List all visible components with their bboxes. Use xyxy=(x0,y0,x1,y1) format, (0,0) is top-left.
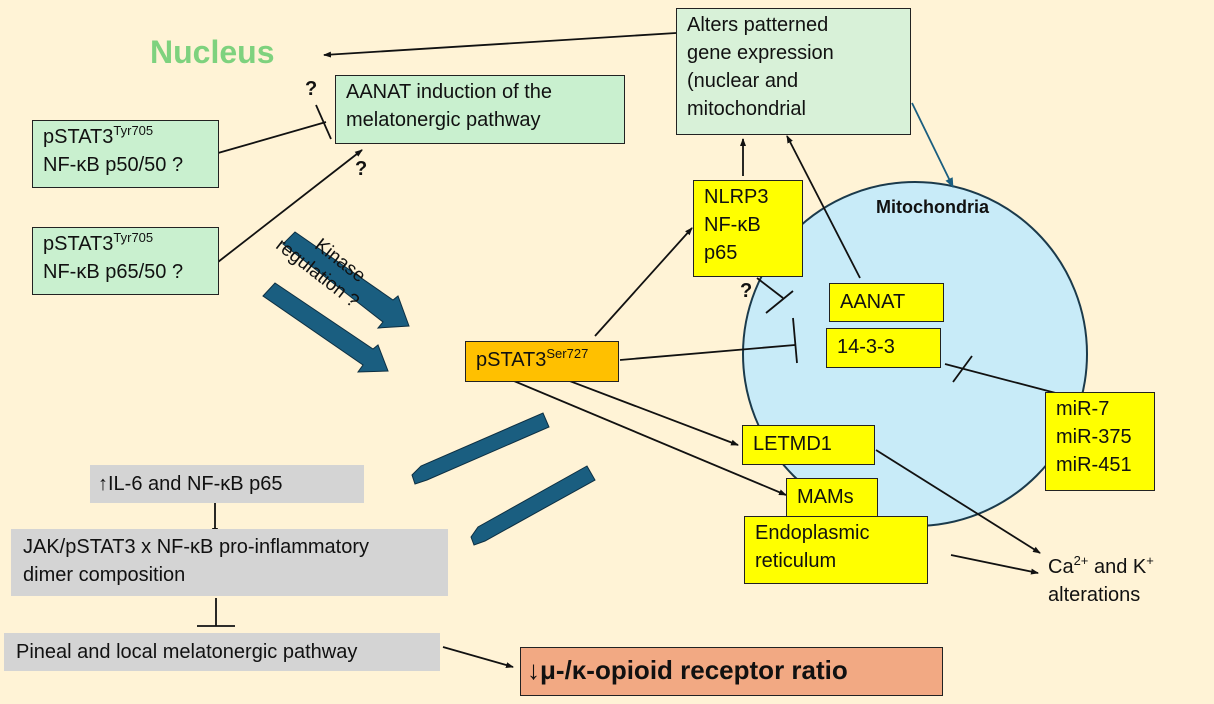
mirs-box: miR-7 miR-375 miR-451 xyxy=(1045,392,1155,491)
il6-box: ↑IL-6 and NF-κB p65 xyxy=(90,465,364,503)
text: Ca xyxy=(1048,556,1074,578)
box-text: reticulum xyxy=(755,550,837,572)
box-text: miR-375 xyxy=(1056,426,1132,448)
ion-line1: Ca2+ and K+ xyxy=(1048,553,1154,581)
superscript: Tyr705 xyxy=(113,123,154,138)
box-text: Endoplasmic xyxy=(755,522,870,544)
text: pSTAT3 xyxy=(476,349,547,371)
up-arrow-icon: ↑ xyxy=(98,473,108,495)
question-mark-1: ? xyxy=(305,78,318,100)
box-text: pSTAT3Tyr705 xyxy=(43,230,208,258)
box-text: 14-3-3 xyxy=(837,336,895,358)
box-text: pSTAT3Ser727 xyxy=(476,346,608,374)
superscript: + xyxy=(1146,553,1154,568)
block-arrow-feedback-1 xyxy=(411,412,550,485)
box-text: NLRP3 xyxy=(704,186,769,208)
box-text: dimer composition xyxy=(23,564,186,586)
ion-line2: alterations xyxy=(1048,584,1141,606)
text: pSTAT3 xyxy=(43,126,114,148)
superscript: 2+ xyxy=(1073,553,1089,568)
box-text: miR-451 xyxy=(1056,454,1132,476)
endoplasmic-reticulum-box: Endoplasmic reticulum xyxy=(744,516,928,584)
box-text: gene expression xyxy=(687,42,834,64)
box-text: mitochondrial xyxy=(687,98,806,120)
box-text: melatonergic pathway xyxy=(346,109,541,131)
box-text: AANAT xyxy=(840,291,906,313)
pstat3-p5050-box: pSTAT3Tyr705 NF-κB p50/50 ? xyxy=(32,120,219,188)
pstat3-ser727-box: pSTAT3Ser727 xyxy=(465,341,619,382)
box-text: NF-κB xyxy=(704,214,761,236)
pineal-box: Pineal and local melatonergic pathway xyxy=(4,633,440,671)
jak-pstat3-box: JAK/pSTAT3 x NF-κB pro-inflammatory dime… xyxy=(11,529,448,596)
letmd1-box: LETMD1 xyxy=(742,425,875,465)
question-mark-2: ? xyxy=(355,158,368,180)
question-mark-3: ? xyxy=(740,280,753,302)
box-text: NF-κB p50/50 ? xyxy=(43,154,184,176)
mitochondria-label: Mitochondria xyxy=(876,197,989,217)
text: pSTAT3 xyxy=(43,233,114,255)
box-text: NF-κB p65/50 ? xyxy=(43,261,184,283)
aanat-induction-box: AANAT induction of the melatonergic path… xyxy=(335,75,625,144)
box-text: AANAT induction of the xyxy=(346,81,553,103)
aanat-box: AANAT xyxy=(829,283,944,322)
box-text: LETMD1 xyxy=(753,433,832,455)
box-text: Alters patterned xyxy=(687,14,829,36)
text: and K xyxy=(1088,556,1147,578)
block-arrow-kinase-2 xyxy=(262,282,389,373)
fourteen-3-3-box: 14-3-3 xyxy=(826,328,941,368)
box-text: JAK/pSTAT3 x NF-κB pro-inflammatory xyxy=(23,536,369,558)
box-text: MAMs xyxy=(797,486,854,508)
block-arrow-feedback-2 xyxy=(470,465,596,546)
down-arrow-icon: ↓ xyxy=(527,655,540,685)
box-text: miR-7 xyxy=(1056,398,1110,420)
box-text: p65 xyxy=(704,242,738,264)
box-text: pSTAT3Tyr705 xyxy=(43,123,208,151)
box-text: (nuclear and xyxy=(687,70,799,92)
box-text: Pineal and local melatonergic pathway xyxy=(16,641,358,663)
superscript: Ser727 xyxy=(546,346,589,361)
nucleus-title: Nucleus xyxy=(150,34,275,70)
box-text: μ-/κ-opioid receptor ratio xyxy=(540,655,848,685)
ion-alterations-label: Ca2+ and K+ alterations xyxy=(1048,553,1154,609)
nlrp3-box: NLRP3 NF-κB p65 xyxy=(693,180,803,277)
alters-expression-box: Alters patterned gene expression (nuclea… xyxy=(676,8,911,135)
pstat3-p6550-box: pSTAT3Tyr705 NF-κB p65/50 ? xyxy=(32,227,219,295)
mams-box: MAMs xyxy=(786,478,878,518)
box-text: IL-6 and NF-κB p65 xyxy=(108,473,283,495)
opioid-ratio-box: ↓μ-/κ-opioid receptor ratio xyxy=(520,647,943,696)
superscript: Tyr705 xyxy=(113,230,154,245)
